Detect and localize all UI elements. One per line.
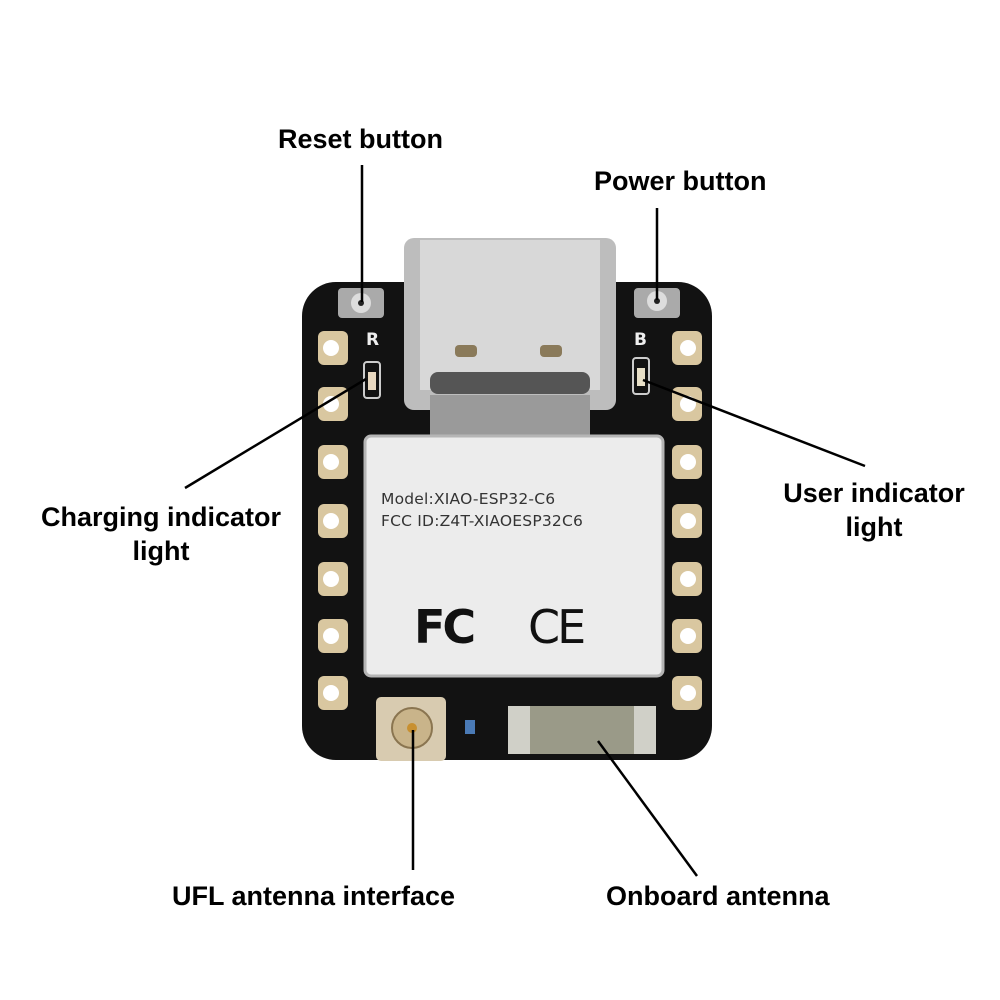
ce-mark: CE [528,600,586,654]
pin-hole [680,454,696,470]
silkscreen-r: R [366,330,380,350]
label-line: User indicator [783,478,965,508]
left-pin-pads [318,331,348,710]
power-button [634,288,680,318]
module-shield [363,434,665,678]
label-user-indicator: User indicator light [775,476,973,544]
ufl-connector [376,697,446,761]
pin-hole [680,340,696,356]
label-line: Charging indicator [40,502,281,532]
label-charging-indicator: Charging indicator light [30,500,292,568]
user-led [632,357,650,395]
label-line: light [845,512,903,542]
pin-hole [323,571,339,587]
label-power-button: Power button [594,166,767,196]
right-pin-pads [672,331,702,710]
fcc-id-text: FCC ID:Z4T-XIAOESP32C6 [381,512,584,530]
fc-mark: FC [414,600,476,654]
smd-component [465,720,475,734]
label-line: light [132,536,190,566]
pin-hole [323,628,339,644]
pin-hole [323,513,339,529]
reset-button [338,288,384,318]
pin-hole [323,396,339,412]
model-text: Model:XIAO-ESP32-C6 [381,490,556,508]
label-reset-button: Reset button [278,124,443,154]
pin-hole [323,340,339,356]
pin-hole [680,513,696,529]
label-ufl-antenna: UFL antenna interface [172,881,456,911]
silkscreen-b: B [634,330,647,350]
pin-hole [680,571,696,587]
pin-hole [680,685,696,701]
usb-c-connector [404,238,616,435]
onboard-antenna [508,706,656,754]
pin-hole [680,628,696,644]
label-onboard-antenna: Onboard antenna [606,881,830,911]
pin-hole [323,685,339,701]
pin-hole [323,454,339,470]
leader-lines [184,165,866,877]
